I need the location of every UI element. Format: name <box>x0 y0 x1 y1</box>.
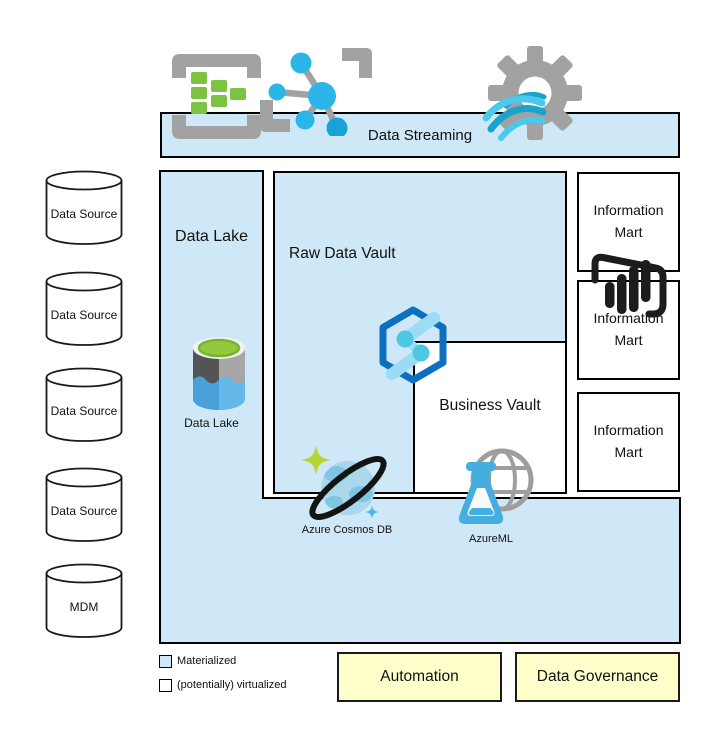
automation-label: Automation <box>380 668 459 685</box>
azure-cosmos-db-icon <box>301 445 387 520</box>
stream-analytics-icon <box>482 46 582 141</box>
flask-icon <box>458 462 504 524</box>
data-governance-label: Data Governance <box>536 668 659 685</box>
legend-materialized: Materialized <box>159 653 236 669</box>
mdm-label: MDM <box>69 600 99 614</box>
data-lake-region <box>159 170 681 644</box>
event-hubs-icon <box>172 54 261 139</box>
business-vault-label: Business Vault <box>439 397 541 414</box>
azure-ml-caption: AzureML <box>468 533 514 545</box>
virtualized-label: (potentially) virtualized <box>177 679 287 691</box>
automation-box: Automation <box>337 652 502 702</box>
data-source-label-3: Data Source <box>50 404 118 418</box>
data-lake-zone-label: Data Lake <box>175 228 248 245</box>
data-governance-box: Data Governance <box>515 652 680 702</box>
information-mart-box-2: Information Mart <box>577 280 680 380</box>
power-bi-icon <box>591 253 667 318</box>
stream-waves <box>482 91 547 141</box>
data-factory-hexagon-icon <box>379 306 447 384</box>
data-source-label-4: Data Source <box>50 504 118 518</box>
raw-data-vault-label: Raw Data Vault <box>289 245 396 262</box>
database-cylinder-icon <box>45 170 123 245</box>
database-cylinder-icon <box>45 367 123 442</box>
database-cylinder-icon <box>45 563 123 638</box>
azure-ml-icon <box>458 448 534 524</box>
data-lake-icon <box>193 337 245 410</box>
legend-virtualized: (potentially) virtualized <box>159 677 286 693</box>
information-mart-box-1: Information Mart <box>577 172 680 272</box>
event-grid-icon <box>260 48 372 136</box>
materialized-swatch <box>159 654 172 668</box>
data-streaming-label: Data Streaming <box>367 126 473 144</box>
data-source-label-2: Data Source <box>50 308 118 322</box>
information-mart-box-3: Information Mart <box>577 392 680 492</box>
virtualized-swatch <box>159 678 172 692</box>
data-source-label-1: Data Source <box>50 207 118 221</box>
materialized-label: Materialized <box>177 655 237 667</box>
database-cylinder-icon <box>45 271 123 346</box>
database-cylinder-icon <box>45 467 123 542</box>
azure-cosmos-db-caption: Azure Cosmos DB <box>301 524 393 536</box>
data-lake-icon-caption: Data Lake <box>184 416 239 430</box>
